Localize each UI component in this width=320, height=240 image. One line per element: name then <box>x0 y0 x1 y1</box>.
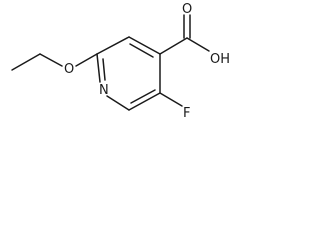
bond-c4-c3-outer <box>128 36 161 55</box>
bond-ch3-ch2 <box>11 53 41 71</box>
bond-c5-f <box>159 92 183 107</box>
bond-c6-c5-outer <box>128 92 161 111</box>
ring-nitrogen-label: N <box>99 83 109 98</box>
bond-c-oh <box>186 37 210 52</box>
bond-c4-cooh <box>159 37 188 55</box>
hydroxyl-label: OH <box>210 52 230 67</box>
bond-c4-c3-inner <box>129 43 154 58</box>
chemical-structure: N O O OH F <box>11 2 230 121</box>
bond-c6-c5-inner <box>130 89 156 104</box>
bond-n1-c6 <box>106 95 130 111</box>
bond-o-c2 <box>75 53 98 67</box>
bond-ch2-o <box>39 53 63 67</box>
bond-c3-c2 <box>96 36 130 55</box>
bond-c2-n1-outer <box>96 53 101 83</box>
ether-oxygen-label: O <box>64 62 74 77</box>
fluorine-label: F <box>183 106 190 121</box>
bond-c2-n1-inner <box>102 58 106 81</box>
carbonyl-oxygen-label: O <box>182 2 192 17</box>
